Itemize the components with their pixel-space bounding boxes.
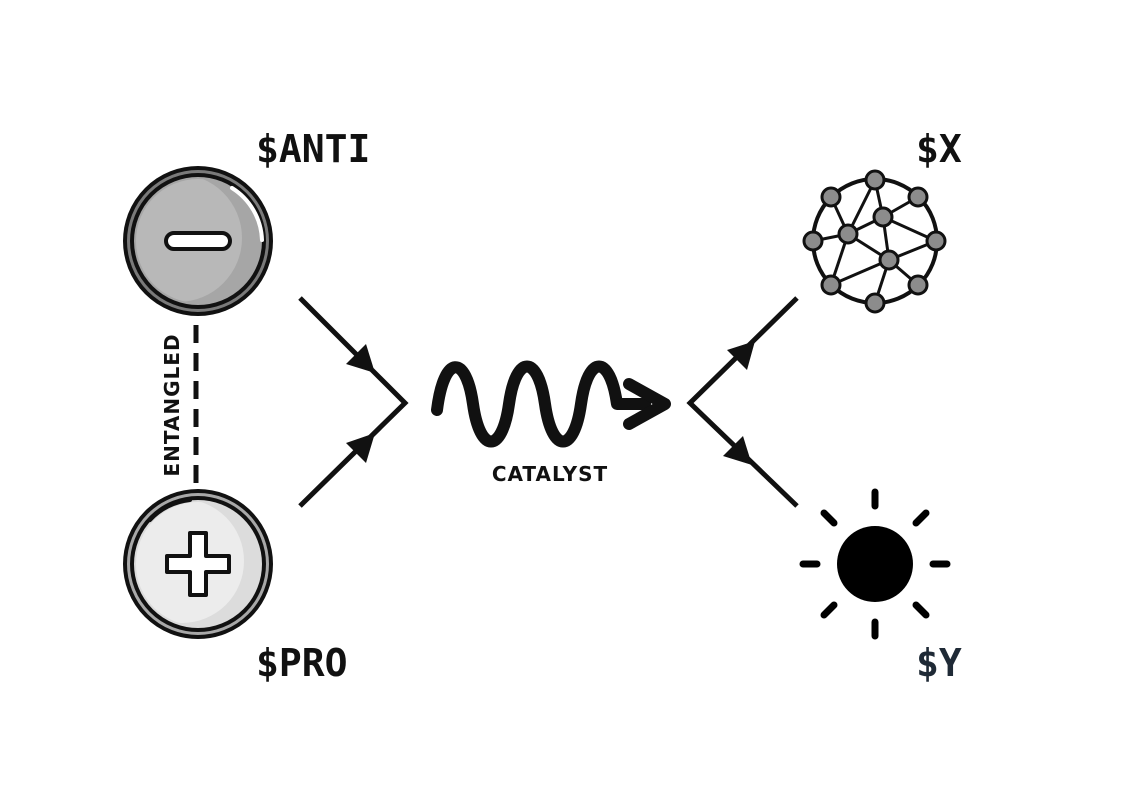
incoming-lines [298,296,409,508]
catalyst-label: CATALYST [492,462,608,486]
y-label: $Y [916,641,962,685]
sun-icon [799,488,951,640]
minus-coin-icon [123,166,273,316]
pro-label: $PRO [256,641,348,685]
network-icon [802,169,947,314]
arrow-head-icon [346,344,375,373]
x-label: $X [916,127,962,171]
arrow-head-icon [346,433,375,463]
outgoing-lines [686,296,799,508]
arrow-head-icon [727,341,755,370]
arrow-head-icon [723,436,752,465]
plus-coin-icon [123,489,273,639]
entangled-label: ENTANGLED [160,333,184,476]
catalyst-wave [431,360,671,448]
anti-label: $ANTI [256,127,370,171]
arrow-head-icon [623,378,671,430]
